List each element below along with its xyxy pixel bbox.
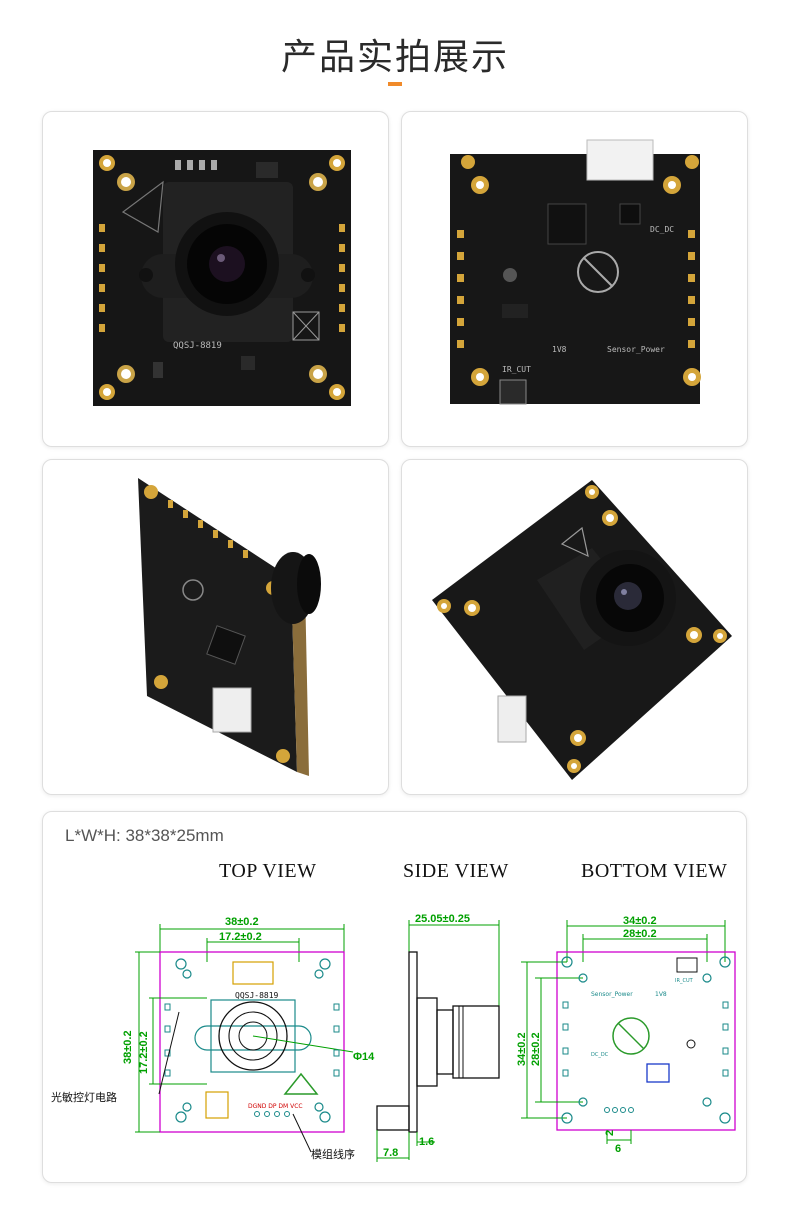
top-view-drawing: 38±0.2 17.2±0.2 38±0.2 17.2±0.2 QQSJ-881… <box>51 916 375 1161</box>
bottom-pitch-dim: 2 <box>604 1130 616 1136</box>
photo-card-back: IR_CUT 1V8 Sensor_Power DC_DC <box>401 111 748 447</box>
side-pcb-dim: 1.6 <box>419 1136 434 1148</box>
top-inner-height-dim: 17.2±0.2 <box>138 1031 150 1074</box>
bottom-sensor-power: Sensor_Power <box>591 991 633 998</box>
sensor-power-label: Sensor_Power <box>607 345 665 354</box>
bottom-view-drawing: 34±0.2 28±0.2 34±0.2 28±0.2 IR_CUT Senso… <box>516 915 736 1155</box>
bottom-inner-height-dim: 28±0.2 <box>530 1032 542 1066</box>
top-view-title: TOP VIEW <box>219 860 317 882</box>
photo-card-front <box>401 459 748 795</box>
title-accent-bar <box>388 82 402 86</box>
lens-diameter-dim: Φ14 <box>353 1051 375 1063</box>
ir-cut-label: IR_CUT <box>502 365 531 374</box>
photo-front-angle <box>432 480 732 780</box>
bottom-ir-cut: IR_CUT <box>675 978 694 984</box>
light-sensor-callout: 光敏控灯电路 <box>51 1090 117 1104</box>
bottom-height-dim: 34±0.2 <box>516 1032 528 1066</box>
photo-card-top: QQSJ-8819 <box>42 111 389 447</box>
dimensions-text: L*W*H: 38*38*25mm <box>65 826 224 845</box>
side-height-dim: 25.05±0.25 <box>415 913 470 925</box>
photo-back: IR_CUT 1V8 Sensor_Power DC_DC <box>450 139 701 405</box>
side-view-drawing: 25.05±0.25 1.6 7.8 <box>376 913 500 1162</box>
bottom-inner-width-dim: 28±0.2 <box>623 928 657 940</box>
dc-dc-label: DC_DC <box>650 225 674 234</box>
bottom-width-dim: 34±0.2 <box>623 915 657 927</box>
bottom-connector-dim: 6 <box>615 1143 621 1155</box>
photo-top-lens: QQSJ-8819 <box>93 150 351 406</box>
top-width-dim: 38±0.2 <box>225 916 259 928</box>
photo-side-angle <box>138 478 321 776</box>
photo-card-side <box>42 459 389 795</box>
wire-order-callout: 模组线序 <box>311 1147 355 1161</box>
v18-label: 1V8 <box>552 345 567 354</box>
board-marking: QQSJ-8819 <box>173 341 222 351</box>
top-marking: QQSJ-8819 <box>235 991 279 1000</box>
bottom-v18: 1V8 <box>655 991 667 998</box>
page-title: 产品实拍展示 <box>280 37 509 78</box>
side-view-title: SIDE VIEW <box>403 860 509 882</box>
bottom-dc-dc: DC_DC <box>591 1052 609 1058</box>
side-base-dim: 7.8 <box>383 1147 398 1159</box>
top-pin-labels: DGND DP DM VCC <box>248 1103 303 1110</box>
drawing-card: L*W*H: 38*38*25mm TOP VIEW SIDE VIEW BOT… <box>42 811 747 1183</box>
top-height-dim: 38±0.2 <box>122 1030 134 1064</box>
top-inner-width-dim: 17.2±0.2 <box>219 931 262 943</box>
technical-drawing: 38±0.2 17.2±0.2 38±0.2 17.2±0.2 QQSJ-881… <box>51 913 736 1162</box>
bottom-view-title: BOTTOM VIEW <box>581 860 728 882</box>
